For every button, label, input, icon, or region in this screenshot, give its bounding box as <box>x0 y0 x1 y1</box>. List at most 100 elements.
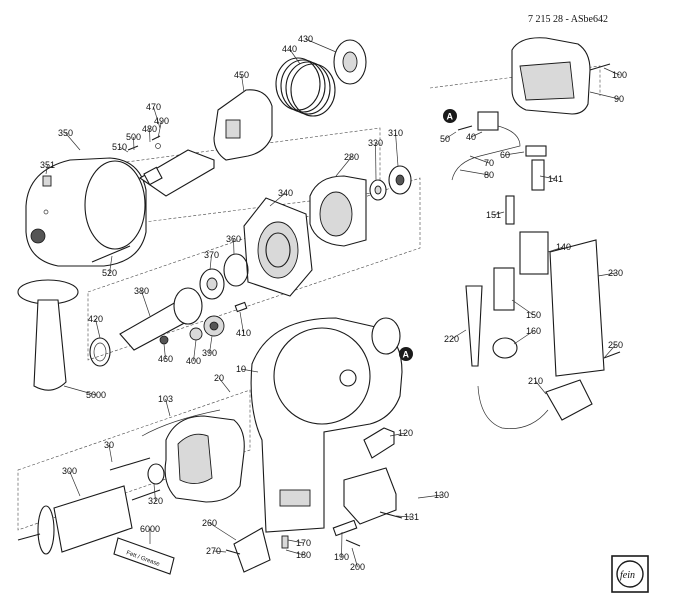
label-p5000: 5000 <box>86 390 106 400</box>
leader-p180 <box>285 549 304 556</box>
label-p310: 310 <box>388 128 403 138</box>
label-p180: 180 <box>296 550 311 560</box>
label-p80: 80 <box>484 170 494 180</box>
gear-400 <box>189 327 203 341</box>
label-p370: 370 <box>204 250 219 260</box>
motor-housing-10 <box>250 317 403 533</box>
leader-p310 <box>395 132 399 167</box>
label-p60: 60 <box>500 150 510 160</box>
grease-tube-6000: Fett / Grease <box>113 537 175 575</box>
leader-lines <box>45 38 620 568</box>
leader-p80 <box>459 169 490 176</box>
field-coil-20 <box>164 415 245 503</box>
leader-p340 <box>269 192 286 207</box>
bearing-310 <box>388 165 412 195</box>
label-p50: 50 <box>440 134 450 144</box>
capacitor-150 <box>493 267 515 311</box>
leader-p160 <box>513 330 534 345</box>
leader-p131 <box>395 515 412 518</box>
label-p360: 360 <box>226 234 241 244</box>
leader-p100 <box>603 67 620 76</box>
spring-170-180 <box>281 535 289 549</box>
leader-p300 <box>69 470 81 497</box>
label-p390: 390 <box>202 348 217 358</box>
leader-p390 <box>209 335 213 354</box>
leader-p470 <box>153 106 161 129</box>
label-p280: 280 <box>344 152 359 162</box>
leader-p140 <box>547 246 564 253</box>
leader-p450 <box>241 74 245 93</box>
label-p70: 70 <box>484 158 494 168</box>
label-p30: 30 <box>104 440 114 450</box>
ring-420 <box>89 337 111 367</box>
leader-p260 <box>209 522 237 541</box>
leader-p320 <box>153 483 156 502</box>
label-p490: 490 <box>154 116 169 126</box>
leader-p350 <box>65 132 81 151</box>
leader-p5000 <box>63 385 97 396</box>
leader-p520 <box>109 255 113 274</box>
leader-p400 <box>193 339 197 362</box>
drawing-code: 7 215 28 - ASbe642 <box>528 14 608 25</box>
label-p480: 480 <box>142 124 157 134</box>
label-p90: 90 <box>614 94 624 104</box>
armature-300 <box>17 485 161 555</box>
leader-p210 <box>535 380 547 395</box>
label-p400: 400 <box>186 356 201 366</box>
label-p6000: 6000 <box>140 524 160 534</box>
leader-p130 <box>417 494 442 499</box>
hammer-450 <box>213 89 273 161</box>
label-p500: 500 <box>126 132 141 142</box>
label-p300: 300 <box>62 466 77 476</box>
leader-p480 <box>149 128 151 143</box>
clamp-190 <box>332 519 358 537</box>
screw-250 <box>603 351 621 359</box>
leader-p410 <box>239 311 244 334</box>
screw-200 <box>345 539 361 547</box>
leader-p490 <box>157 120 162 139</box>
label-p151: 151 <box>486 210 501 220</box>
gear-housing-350 <box>25 157 147 267</box>
leader-p151 <box>493 211 505 216</box>
leader-p280 <box>335 156 352 177</box>
label-p450: 450 <box>234 70 249 80</box>
leader-p10 <box>240 368 259 373</box>
callout-marker-A-housing-text: A <box>403 350 410 360</box>
leader-p510 <box>119 146 129 153</box>
label-p351: 351 <box>40 160 55 170</box>
label-p440: 440 <box>282 44 297 54</box>
fan-280 <box>309 175 367 247</box>
ball-460 <box>159 335 169 345</box>
label-p10: 10 <box>236 364 246 374</box>
bearing-330 <box>369 179 387 201</box>
pin-410 <box>234 301 248 313</box>
leader-p70 <box>469 155 490 164</box>
label-p430: 430 <box>298 34 313 44</box>
cable-70-80 <box>451 125 521 181</box>
label-p120: 120 <box>398 428 413 438</box>
spindle-470 <box>138 149 215 197</box>
leader-p230 <box>597 272 616 277</box>
leader-p60 <box>504 151 525 156</box>
label-p410: 410 <box>236 328 251 338</box>
leader-p380 <box>141 290 151 317</box>
leader-p103 <box>165 398 171 417</box>
gear-390 <box>203 315 225 337</box>
terminal-40 <box>477 111 499 131</box>
fein-logo: fein <box>611 555 649 593</box>
bearing-370 <box>199 268 225 300</box>
washer-430 <box>333 39 367 85</box>
grommet-160 <box>492 337 518 359</box>
label-p380: 380 <box>134 286 149 296</box>
part-labels: 10 20 30 40 50 60 70 80 90 100 103 120 1… <box>40 34 627 572</box>
label-p103: 103 <box>158 394 173 404</box>
leader-p170 <box>287 539 304 544</box>
bearing-320 <box>147 463 165 485</box>
cover-90 <box>511 37 591 115</box>
label-p130: 130 <box>434 490 449 500</box>
spring-440 <box>275 57 336 117</box>
handle-5000 <box>17 279 79 391</box>
label-p100: 100 <box>612 70 627 80</box>
